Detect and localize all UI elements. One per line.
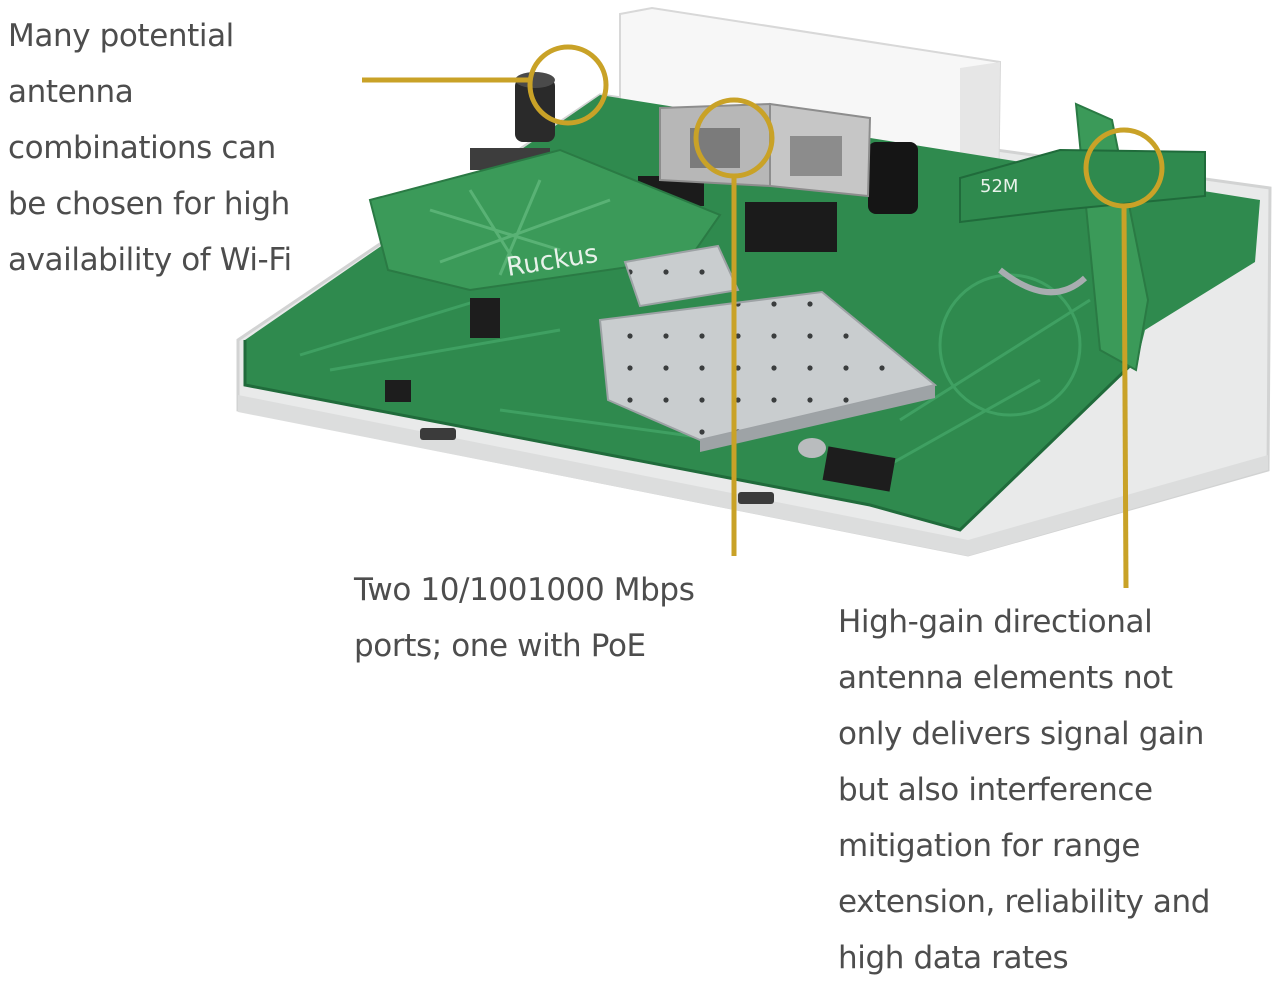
- directional-antenna-board: 52M: [959, 102, 1206, 372]
- callout-markers: [362, 44, 1165, 589]
- callout-ethernet-ports: Two 10/1001000 Mbps ports; one with PoE: [354, 572, 695, 664]
- pcb-mark-label: 52M: [980, 176, 1018, 197]
- housing-slot: [420, 428, 456, 440]
- callout-antenna-combinations: Many potential antenna combinations can …: [8, 18, 292, 278]
- antenna-board: Ruckus: [368, 148, 722, 292]
- dc-jack: [868, 142, 918, 214]
- capacitor: [515, 78, 555, 142]
- ethernet-ports: [659, 102, 872, 198]
- housing-slot: [738, 492, 774, 504]
- callout-directional-antenna: High-gain directional antenna elements n…: [838, 604, 1210, 976]
- callout-circle: [527, 44, 609, 126]
- rf-shields: [598, 244, 938, 452]
- callout-line: [1121, 205, 1129, 589]
